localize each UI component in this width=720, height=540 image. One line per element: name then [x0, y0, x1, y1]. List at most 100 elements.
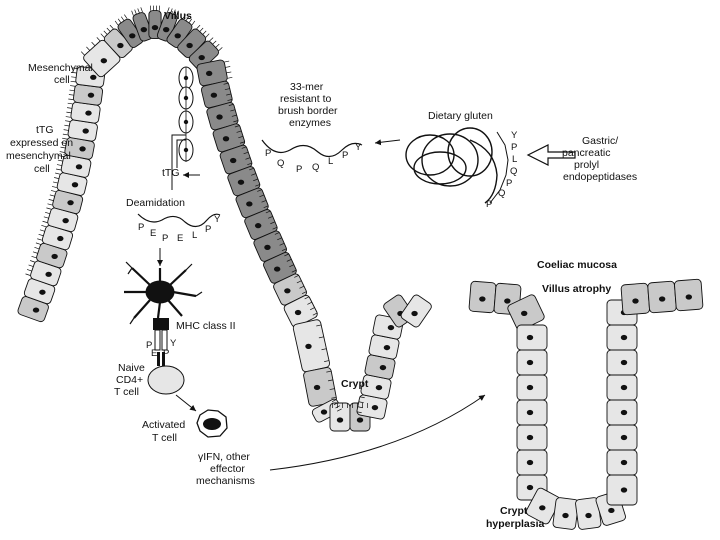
cell-nucleus — [388, 325, 394, 330]
microvillus — [71, 81, 76, 82]
cell-nucleus — [527, 385, 533, 390]
microvillus — [107, 28, 110, 32]
coeliac-epithelium — [469, 279, 703, 530]
microvillus — [29, 265, 34, 267]
microvillus — [64, 130, 69, 131]
cell-nucleus — [539, 505, 545, 510]
cell-nucleus — [255, 223, 261, 228]
microvillus — [226, 72, 231, 73]
activated-t-cell-icon — [197, 410, 227, 437]
naive-label-1: Naive — [118, 362, 145, 374]
microvillus — [36, 243, 41, 245]
microvillus — [141, 7, 143, 12]
effector-label-3: mechanisms — [196, 475, 255, 487]
33mer-residue-7: Y — [355, 142, 362, 153]
villus-atrophy-label: Villus atrophy — [542, 283, 611, 295]
microvillus — [27, 269, 32, 271]
tail-residue-3: L — [512, 154, 517, 165]
microvillus — [66, 112, 71, 113]
cell-nucleus — [246, 201, 252, 206]
microvillus — [32, 256, 37, 258]
cell-nucleus — [51, 254, 57, 259]
cell-nucleus — [101, 58, 107, 63]
cell-nucleus — [608, 508, 614, 513]
deamidated-peptide: P E P E L P Y — [138, 214, 221, 244]
cell-nucleus — [39, 290, 45, 295]
activated-label-2: T cell — [152, 432, 177, 444]
microvillus — [63, 134, 68, 135]
cell-nucleus — [186, 43, 192, 48]
effector-label-2: effector — [210, 463, 245, 475]
cell-nucleus — [175, 33, 181, 38]
villus-label: Villus — [164, 10, 192, 22]
cell-nucleus — [314, 385, 320, 390]
cell-nucleus — [479, 296, 485, 301]
microvillus — [26, 274, 31, 276]
microvillus — [34, 247, 39, 249]
tail-residue-2: P — [511, 142, 517, 153]
microvillus — [124, 15, 127, 19]
cell-nucleus — [85, 110, 91, 115]
tail-residue-1: Y — [511, 130, 518, 141]
cell-nucleus — [264, 245, 270, 250]
microvillus — [67, 108, 72, 109]
microvillus — [227, 77, 232, 78]
cell-nucleus — [521, 311, 527, 316]
microvillus — [48, 204, 53, 205]
microvillus — [55, 173, 60, 174]
cell-nucleus — [384, 345, 390, 350]
cell-nucleus — [527, 360, 533, 365]
microvillus — [219, 47, 223, 50]
microvillus — [224, 61, 229, 62]
cell-nucleus — [527, 485, 533, 490]
dendritic-cell-icon — [124, 262, 202, 324]
microvillus — [97, 37, 100, 41]
gastric-label-3: prolyl — [574, 159, 599, 171]
microvillus — [200, 28, 203, 32]
33mer-label-2: resistant to — [280, 93, 332, 105]
microvillus — [30, 260, 35, 262]
crypt-hyperplasia-label-1: Crypt — [500, 505, 528, 517]
mesenchymal-cells — [179, 67, 193, 162]
cell-nucleus — [527, 435, 533, 440]
deam-residue-7: Y — [214, 214, 221, 225]
cell-nucleus — [621, 385, 627, 390]
microvillus — [192, 21, 195, 25]
coeliac-mucosa-label: Coeliac mucosa — [537, 259, 617, 271]
cell-nucleus — [621, 410, 627, 415]
microvillus — [121, 17, 124, 21]
microvillus — [203, 31, 206, 35]
deam-residue-6: P — [205, 224, 211, 235]
33mer-peptide: P Q P Q L P Y — [262, 140, 362, 175]
microvillus — [39, 234, 44, 235]
cell-nucleus — [117, 43, 123, 48]
cell-nucleus — [621, 435, 627, 440]
cell-nucleus — [223, 136, 229, 141]
microvillus — [40, 230, 45, 231]
ttg-expressed-label-4: cell — [34, 163, 50, 175]
microvillus — [138, 8, 140, 13]
deamidation-label: Deamidation — [126, 197, 185, 209]
naive-to-activated-arrow — [176, 395, 196, 411]
ttg-expressed-label-1: tTG — [36, 124, 54, 136]
deam-residue-4: E — [177, 233, 183, 244]
microvillus — [53, 182, 58, 183]
gastric-label-4: endopeptidases — [563, 171, 637, 183]
cell-nucleus — [152, 25, 158, 30]
effector-label-1: γIFN, other — [198, 451, 250, 463]
microvillus — [104, 31, 107, 35]
microvillus — [49, 199, 54, 200]
cell-nucleus — [57, 236, 63, 241]
microvillus — [44, 217, 49, 218]
gastric-label-2: pancreatic — [562, 147, 610, 159]
microvillus — [213, 41, 217, 44]
dietary-gluten-label: Dietary gluten — [428, 110, 493, 122]
presented-residue-2: E — [151, 348, 157, 359]
cell-nucleus — [67, 200, 73, 205]
mesenchymal-label-1: Mesenchymal — [28, 62, 93, 74]
cell-nucleus — [305, 344, 311, 349]
microvillus — [132, 11, 134, 16]
microvillus — [225, 67, 230, 68]
